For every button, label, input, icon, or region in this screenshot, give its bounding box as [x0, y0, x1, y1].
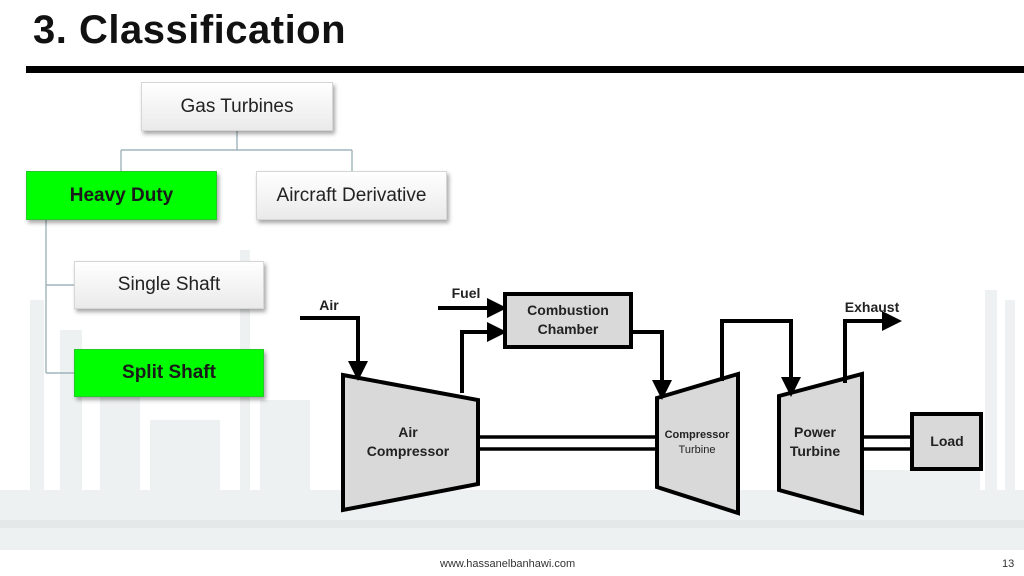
combustion-chamber-shape [503, 292, 633, 349]
label-power-turbine-1: Power [794, 424, 837, 440]
load-shape [910, 412, 983, 471]
chamber-to-turbine-arrow [631, 330, 672, 400]
compressor-to-chamber-arrow [460, 322, 507, 393]
label-fuel: Fuel [452, 285, 481, 301]
tree-node-gas-turbines: Gas Turbines [141, 82, 333, 131]
tree-node-split-shaft: Split Shaft [74, 349, 264, 397]
air-inlet-arrow [300, 316, 368, 381]
slide-title: 3. Classification [33, 8, 347, 52]
label-compressor-turbine-2: Turbine [679, 444, 716, 456]
turbine-to-power-turbine-arrow [720, 319, 801, 397]
label-power-turbine-2: Turbine [790, 443, 841, 459]
footer-url: www.hassanelbanhawi.com [440, 558, 576, 570]
tree-node-heavy-duty: Heavy Duty [26, 171, 217, 220]
air-compressor-shape [341, 372, 480, 513]
label-combustion-1: Combustion [527, 302, 609, 318]
label-combustion-2: Chamber [538, 321, 599, 337]
label-exhaust: Exhaust [845, 299, 900, 315]
page-number: 13 [1002, 558, 1015, 570]
exhaust-arrow [843, 311, 902, 383]
power-turbine-shape [777, 371, 864, 516]
label-compressor-turbine-1: Compressor [665, 429, 731, 441]
label-air-compressor-2: Compressor [367, 443, 450, 459]
tree-node-single-shaft: Single Shaft [74, 261, 264, 309]
label-air-compressor-1: Air [398, 424, 418, 440]
compressor-turbine-shape [655, 371, 740, 516]
title-divider [26, 66, 1024, 73]
label-air: Air [319, 297, 339, 313]
label-load: Load [930, 433, 963, 449]
tree-node-aircraft-derivative: Aircraft Derivative [256, 171, 447, 220]
